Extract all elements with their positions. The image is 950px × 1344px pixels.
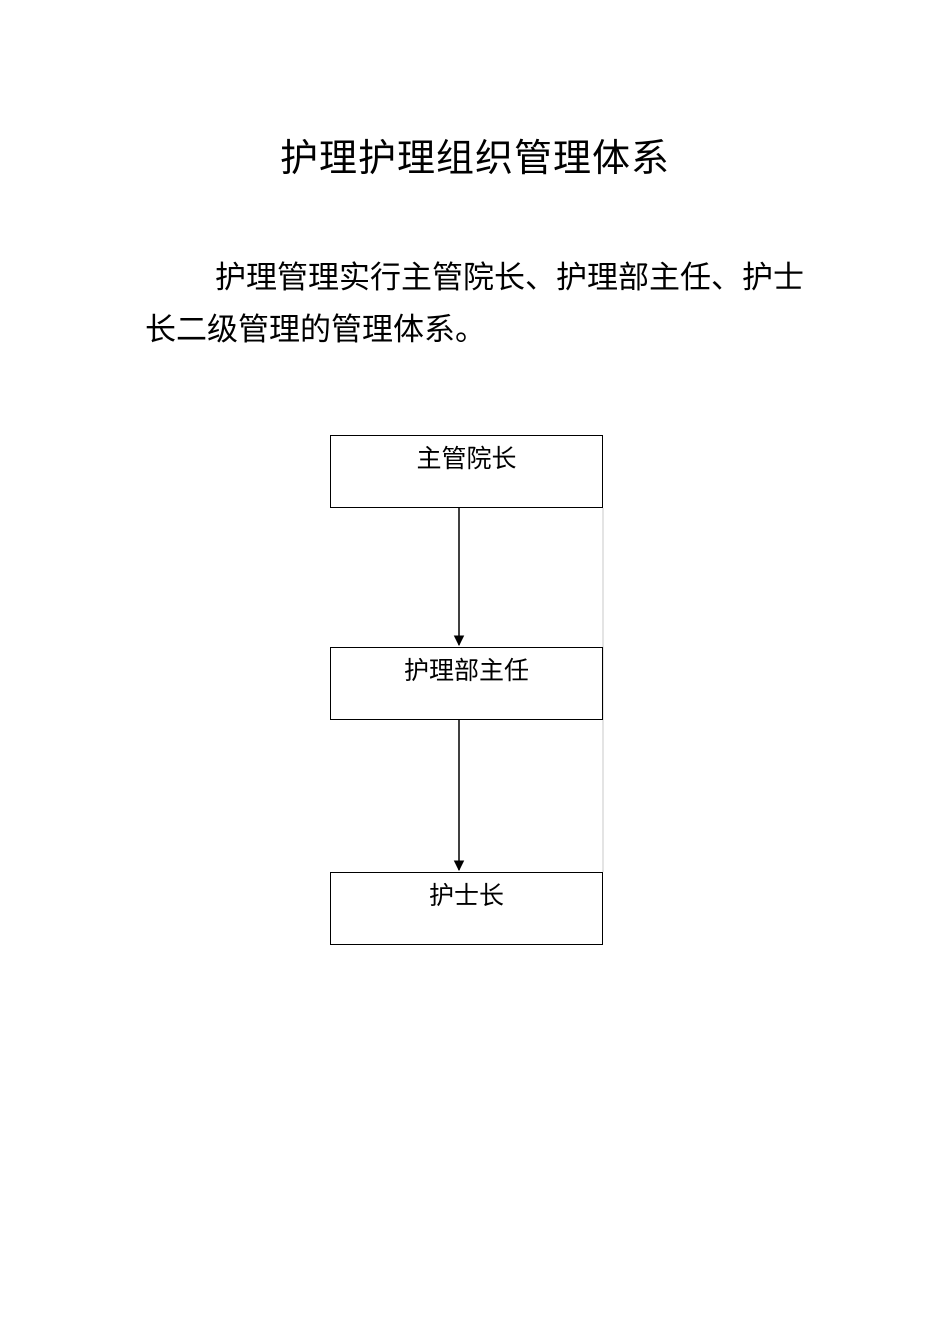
intro-paragraph: 护理管理实行主管院长、护理部主任、护士长二级管理的管理体系。 <box>145 260 804 348</box>
node-vice-president: 主管院长 <box>330 435 603 508</box>
node-label: 主管院长 <box>416 444 517 473</box>
node-label: 护士长 <box>428 881 504 910</box>
node-head-nurse: 护士长 <box>330 872 603 945</box>
node-label: 护理部主任 <box>403 656 529 685</box>
node-nursing-director: 护理部主任 <box>330 647 603 720</box>
page-title: 护理护理组织管理体系 <box>279 136 670 180</box>
